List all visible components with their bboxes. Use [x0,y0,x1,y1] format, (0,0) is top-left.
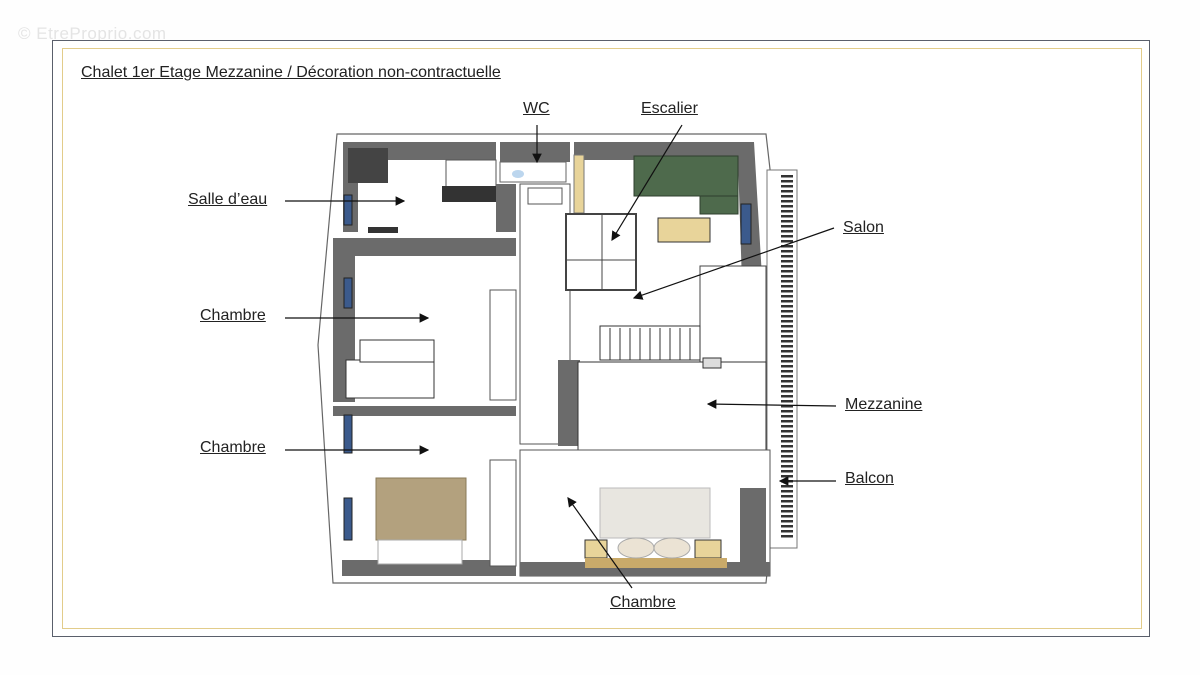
watermark: © EtreProprio.com [18,24,167,43]
label-chambre-2: Chambre [200,439,266,456]
room-chambre-1 [333,238,517,402]
label-balcon: Balcon [845,470,894,487]
label-chambre-1: Chambre [200,307,266,324]
label-wc: WC [523,100,550,117]
room-wc [499,142,570,183]
label-salle-deau: Salle d’eau [188,191,268,208]
slide-inner-border [62,48,1142,629]
page-title: Chalet 1er Etage Mezzanine / Décoration … [81,64,501,81]
label-salon: Salon [843,219,884,236]
room-chambre-3 [519,449,771,577]
label-escalier: Escalier [641,100,698,117]
room-salle-deau [343,142,516,233]
label-chambre-3: Chambre [610,594,676,611]
room-chambre-2 [333,406,517,576]
label-mezzanine: Mezzanine [845,396,923,413]
